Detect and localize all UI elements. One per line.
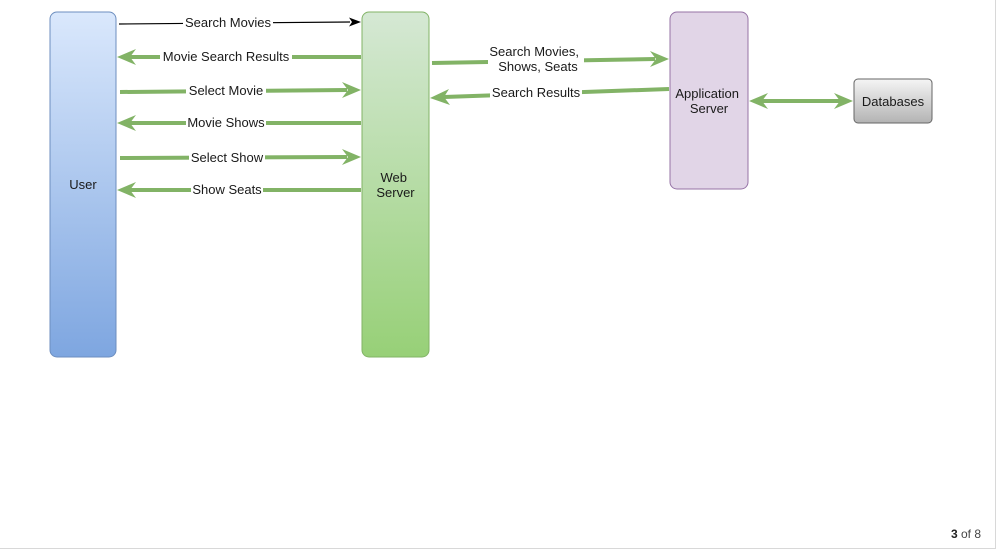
page-total: of 8 (960, 527, 981, 541)
edge-label-movie-search-results: Movie Search Results (163, 49, 290, 64)
application-server-node: Application Server (669, 11, 749, 190)
page-indicator: 3 of 8 (951, 527, 981, 541)
edge-select-movie: Select Movie (119, 82, 361, 99)
edge-label-show-seats: Show Seats (192, 182, 262, 197)
application-server-label: Application Server (675, 86, 742, 116)
edge-search-movies: Search Movies (118, 15, 361, 31)
databases-node: Databases (853, 78, 933, 124)
edge-label-movie-shows: Movie Shows (187, 115, 265, 130)
edge-movie-search-results: Movie Search Results (117, 49, 361, 65)
edge-search-movies-shows-seats: Search Movies, Shows, Seats (431, 44, 669, 76)
edge-select-show: Select Show (119, 149, 361, 166)
page-current: 3 (950, 527, 958, 541)
edge-label-select-movie: Select Movie (189, 83, 263, 98)
edge-label-search-movies-shows-seats: Search Movies, Shows, Seats (489, 44, 582, 74)
databases-label: Databases (862, 94, 925, 109)
edge-app-databases (749, 93, 853, 109)
edge-label-search-results: Search Results (492, 85, 581, 100)
edge-label-select-show: Select Show (191, 150, 264, 165)
web-server-label: Web Server (376, 170, 415, 200)
user-node: User (49, 11, 117, 358)
edge-show-seats: Show Seats (117, 182, 361, 198)
edge-movie-shows: Movie Shows (117, 115, 361, 131)
web-server-node: Web Server (361, 11, 430, 358)
user-label: User (69, 177, 97, 192)
edge-label-search-movies: Search Movies (185, 15, 271, 30)
edge-search-results: Search Results (430, 85, 670, 105)
